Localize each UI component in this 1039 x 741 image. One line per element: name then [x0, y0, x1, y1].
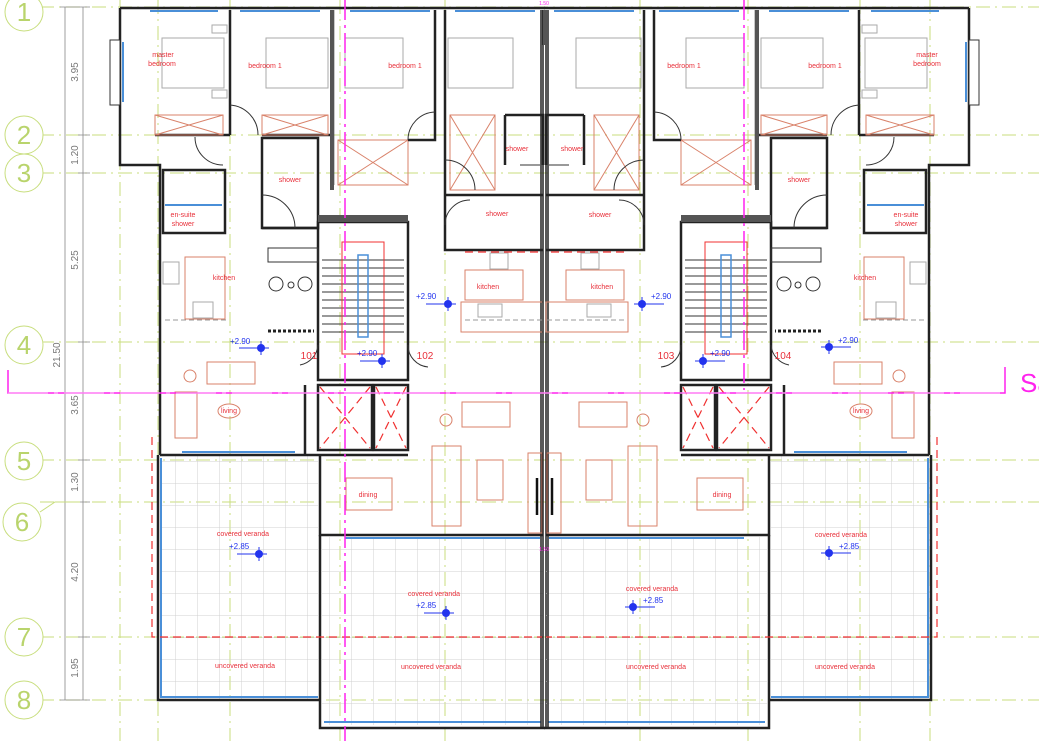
room-label-bedroom: bedroom 1	[808, 63, 842, 70]
room-label-kitchen: kitchen	[591, 284, 613, 291]
level-label: +2.85	[839, 542, 860, 551]
room-label-ensuite: shower	[172, 221, 195, 228]
level-label: +2.90	[710, 349, 731, 358]
unit-number: 104	[775, 351, 792, 362]
dimension-label: 4.20	[70, 562, 81, 582]
room-label-dining: dining	[713, 492, 732, 499]
room-label-shower: shower	[279, 177, 302, 184]
level-label: +2.90	[230, 337, 251, 346]
dimension-total: 21.50	[52, 342, 63, 367]
grid-axis-5: 5	[17, 446, 31, 476]
level-label: +2.85	[416, 601, 437, 610]
dimension-label: 1.95	[70, 658, 81, 678]
level-label: +2.90	[357, 349, 378, 358]
room-label-covered-veranda: covered veranda	[626, 586, 678, 593]
dimension-label: 1.30	[70, 472, 81, 492]
room-label-uncovered-veranda: uncovered veranda	[626, 664, 686, 671]
building-half-left	[109, 6, 547, 730]
room-label-shower: shower	[788, 177, 811, 184]
room-label-covered-veranda: covered veranda	[815, 532, 867, 539]
dimension-label: 3.65	[70, 395, 81, 415]
room-label-uncovered-veranda: uncovered veranda	[215, 663, 275, 670]
room-label-living: living	[221, 408, 237, 415]
room-label-bedroom: bedroom 1	[667, 63, 701, 70]
grid-axis-1: 1	[17, 0, 31, 27]
grid-axis-3: 3	[17, 158, 31, 188]
level-label: +2.90	[651, 292, 672, 301]
room-label-ensuite: shower	[895, 221, 918, 228]
small-dimension: 1.50	[539, 1, 549, 7]
room-label-bedroom: bedroom 1	[248, 63, 282, 70]
level-label: +2.85	[229, 542, 250, 551]
room-label-covered-veranda: covered veranda	[217, 531, 269, 538]
dimension-chain	[60, 6, 90, 701]
room-label-shower: shower	[561, 146, 584, 153]
dimension-label: 5.25	[70, 250, 81, 270]
unit-number: 101	[301, 351, 318, 362]
level-label: +2.90	[416, 292, 437, 301]
unit-number: 102	[417, 351, 434, 362]
room-label-shower: shower	[589, 212, 612, 219]
room-label-shower: shower	[506, 146, 529, 153]
room-label-master-bedroom: master	[916, 52, 938, 59]
room-label-kitchen: kitchen	[477, 284, 499, 291]
grid-axis-2: 2	[17, 120, 31, 150]
room-label-dining: dining	[359, 492, 378, 499]
room-label-shower: shower	[486, 211, 509, 218]
unit-number: 103	[658, 351, 675, 362]
level-label: +2.90	[838, 336, 859, 345]
room-label-ensuite: en-suite	[171, 212, 196, 219]
building-half-right	[541, 6, 981, 730]
room-label-ensuite: en-suite	[894, 212, 919, 219]
room-label-kitchen: kitchen	[854, 275, 876, 282]
section-line	[7, 0, 1006, 741]
level-label: +2.85	[643, 596, 664, 605]
room-label-uncovered-veranda: uncovered veranda	[815, 664, 875, 671]
small-dimension: 1.50	[539, 547, 549, 553]
dimension-label: 3.95	[70, 62, 81, 82]
grid-axis-bubbles	[2, 0, 80, 720]
room-label-master-bedroom: bedroom	[913, 61, 941, 68]
dimension-label: 1.20	[70, 145, 81, 165]
grid-axis-6: 6	[15, 507, 29, 537]
room-labels: master bedroom master bedroom bedroom 1 …	[148, 52, 941, 671]
grid-axis-8: 8	[17, 685, 31, 715]
room-label-master-bedroom: master	[152, 52, 174, 59]
room-label-uncovered-veranda: uncovered veranda	[401, 664, 461, 671]
room-label-master-bedroom: bedroom	[148, 61, 176, 68]
room-label-kitchen: kitchen	[213, 275, 235, 282]
section-marker: Sa	[1020, 368, 1039, 398]
room-label-living: living	[853, 408, 869, 415]
grid-axis-4: 4	[17, 330, 31, 360]
room-label-bedroom: bedroom 1	[388, 63, 422, 70]
grid-axis-7: 7	[17, 622, 31, 652]
room-label-covered-veranda: covered veranda	[408, 591, 460, 598]
